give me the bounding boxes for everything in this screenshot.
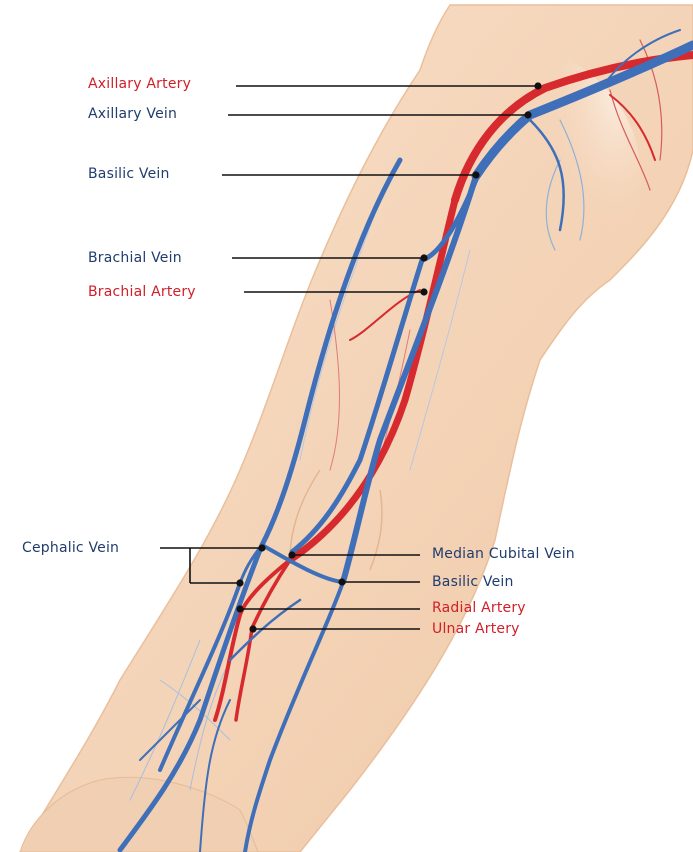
label-basilic-vein-upper: Basilic Vein <box>88 166 170 182</box>
label-axillary-vein: Axillary Vein <box>88 106 177 122</box>
label-axillary-artery: Axillary Artery <box>88 76 191 92</box>
label-basilic-vein-lower: Basilic Vein <box>432 574 514 590</box>
label-ulnar-artery: Ulnar Artery <box>432 621 520 637</box>
label-brachial-vein: Brachial Vein <box>88 250 182 266</box>
label-radial-artery: Radial Artery <box>432 600 526 616</box>
label-median-cubital-vein: Median Cubital Vein <box>432 546 575 562</box>
label-brachial-artery: Brachial Artery <box>88 284 196 300</box>
label-cephalic-vein: Cephalic Vein <box>22 540 119 556</box>
